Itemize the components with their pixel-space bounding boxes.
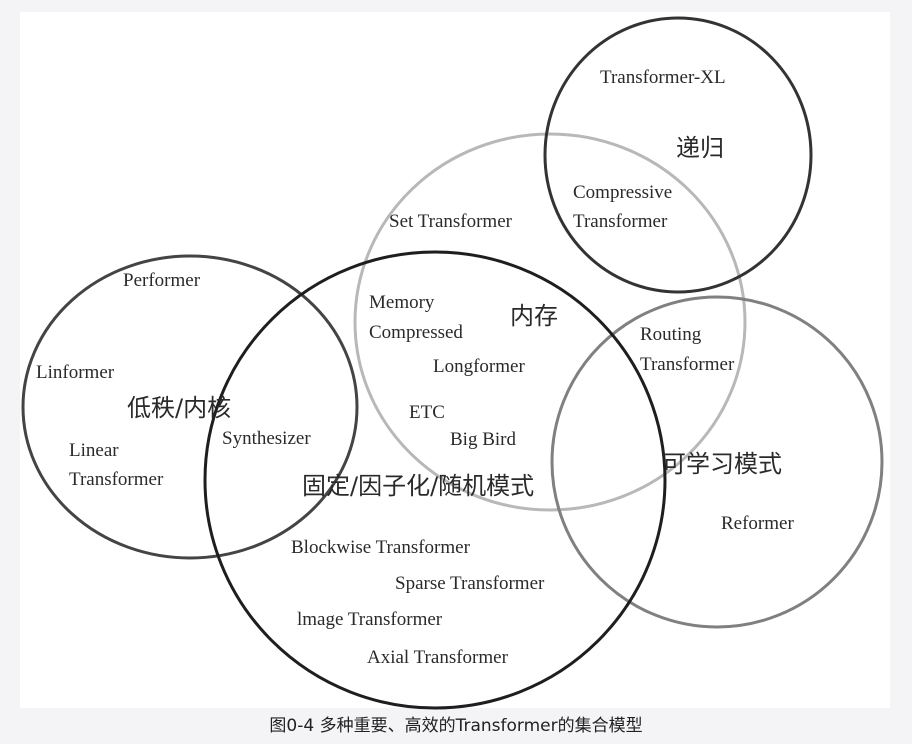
figure-caption: 图0-4 多种重要、高效的Transformer的集合模型 xyxy=(269,716,643,736)
label-reformer: Reformer xyxy=(721,513,794,534)
label-synthesizer: Synthesizer xyxy=(222,428,311,449)
group-learnable: 可学习模式 xyxy=(662,450,782,478)
label-routing-1: Routing xyxy=(640,324,702,345)
circle-low-rank xyxy=(21,254,359,560)
label-axial: Axial Transformer xyxy=(367,647,508,668)
label-image: lmage Transformer xyxy=(297,609,443,630)
label-linear-2: Transformer xyxy=(69,469,164,490)
label-memory-1: Memory xyxy=(369,292,435,313)
circle-memory xyxy=(353,132,747,512)
label-big-bird: Big Bird xyxy=(450,429,516,450)
group-recurrence: 递归 xyxy=(676,134,724,162)
label-performer: Performer xyxy=(123,270,201,291)
group-fixed-factorized-random: 固定/因子化/随机模式 xyxy=(302,472,535,500)
label-set-transformer: Set Transformer xyxy=(389,211,512,232)
label-transformer-xl: Transformer-XL xyxy=(600,67,726,88)
label-linformer: Linformer xyxy=(36,362,115,383)
label-etc: ETC xyxy=(409,402,445,423)
label-blockwise: Blockwise Transformer xyxy=(291,537,470,558)
label-compressive-1: Compressive xyxy=(573,182,673,203)
group-low-rank-kernel: 低秩/内核 xyxy=(127,394,232,422)
label-longformer: Longformer xyxy=(433,356,525,377)
label-linear-1: Linear xyxy=(69,440,119,461)
label-compressive-2: Transformer xyxy=(573,211,668,232)
circle-recurrence xyxy=(543,16,813,294)
label-routing-2: Transformer xyxy=(640,354,735,375)
circle-fixed xyxy=(203,250,667,710)
label-memory-2: Compressed xyxy=(369,322,463,343)
circle-learnable xyxy=(550,295,884,629)
group-memory: 内存 xyxy=(510,302,558,330)
figure-panel xyxy=(20,12,890,708)
label-sparse: Sparse Transformer xyxy=(395,573,545,594)
